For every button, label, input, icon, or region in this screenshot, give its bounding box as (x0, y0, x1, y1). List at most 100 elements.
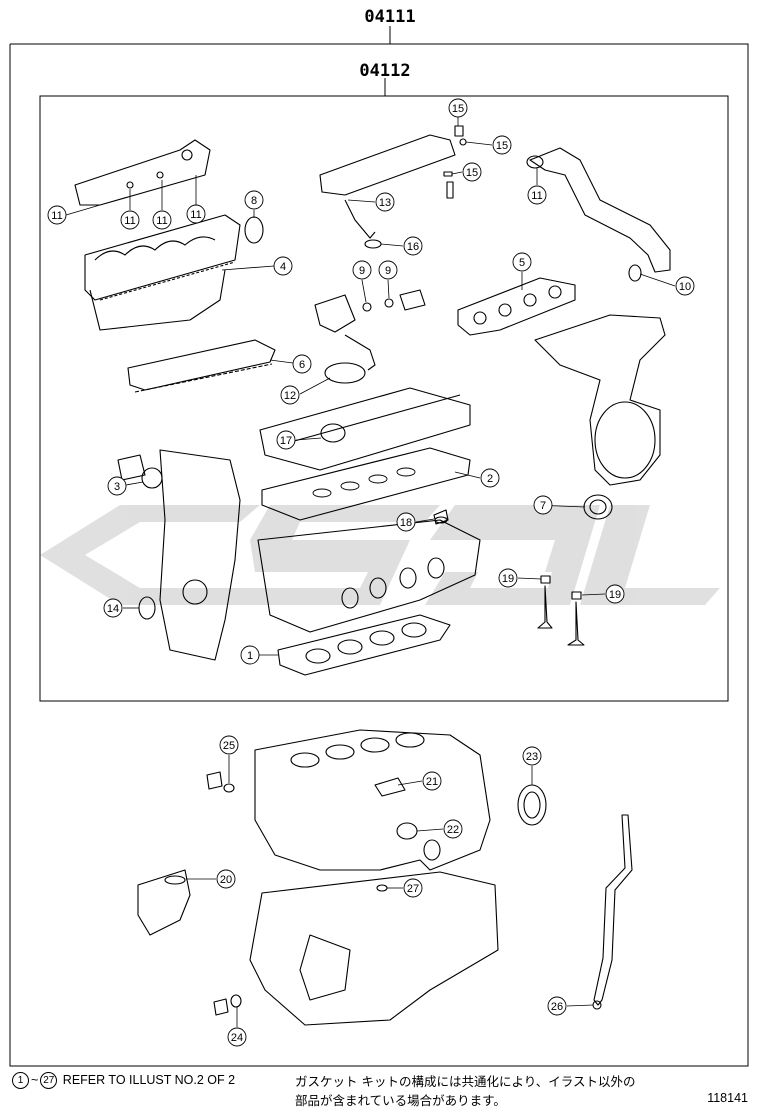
callout-27: 27 (403, 878, 423, 898)
svg-text:18: 18 (400, 517, 412, 529)
exhaust-manifold (534, 314, 666, 486)
kit-bracket-inner (39, 78, 729, 702)
callout-9b: 9 (378, 260, 398, 280)
svg-text:26: 26 (551, 1001, 563, 1013)
svg-text:21: 21 (426, 776, 438, 788)
fuel-rail (319, 134, 456, 196)
callout-18: 18 (396, 512, 416, 532)
svg-text:3: 3 (114, 481, 120, 493)
oil-pan (249, 871, 499, 1026)
callout-15c: 15 (462, 162, 482, 182)
kit-code-outer: 04111 (364, 7, 415, 27)
svg-text:12: 12 (284, 390, 296, 402)
svg-text:11: 11 (124, 215, 135, 227)
svg-text:4: 4 (280, 261, 286, 273)
watermark-logo (40, 505, 720, 605)
callout-1: 1 (240, 645, 260, 665)
callout-25: 25 (219, 735, 239, 755)
dipstick-tube (593, 814, 633, 1006)
svg-text:24: 24 (231, 1032, 243, 1044)
kit-bracket-outer (9, 26, 749, 1067)
svg-text:2: 2 (487, 473, 493, 485)
seal-23 (517, 784, 547, 826)
svg-text:15: 15 (452, 103, 464, 115)
callout-10: 10 (675, 276, 695, 296)
callout-12: 12 (280, 385, 300, 405)
footer-note: ガスケット キットの構成には共通化により、イラスト以外の 部品が含まれている場合… (295, 1072, 695, 1110)
svg-text:11: 11 (531, 190, 542, 202)
svg-text:14: 14 (107, 603, 119, 615)
note-line-1: ガスケット キットの構成には共通化により、イラスト以外の (295, 1074, 636, 1089)
svg-text:15: 15 (496, 140, 508, 152)
note-line-2: 部品が含まれている場合があります。 (295, 1093, 506, 1108)
ref-text: REFER TO ILLUST NO.2 OF 2 (62, 1072, 236, 1087)
svg-text:11: 11 (156, 215, 167, 227)
ref-tilde: ~ (31, 1072, 39, 1087)
valve-cover (259, 387, 471, 471)
svg-text:5: 5 (519, 257, 525, 269)
callout-8: 8 (244, 190, 264, 210)
svg-text:8: 8 (251, 195, 257, 207)
callout-24: 24 (227, 1027, 247, 1047)
svg-text:19: 19 (502, 573, 514, 585)
ref-end-callout: 27 (40, 1072, 58, 1089)
callout-21: 21 (422, 771, 442, 791)
exhaust-gasket-5 (457, 277, 576, 336)
svg-text:20: 20 (220, 874, 232, 886)
ref-start-callout: 1 (12, 1072, 29, 1089)
svg-text:17: 17 (280, 435, 292, 447)
o-ring-8 (244, 216, 264, 244)
head-gasket (277, 614, 451, 676)
svg-text:7: 7 (540, 500, 546, 512)
callout-20: 20 (216, 869, 236, 889)
svg-text:15: 15 (466, 167, 478, 179)
air-pipe (529, 147, 671, 273)
callout-3: 3 (107, 476, 127, 496)
svg-text:16: 16 (407, 241, 419, 253)
oil-pump (137, 869, 191, 936)
callout-15a: 15 (448, 98, 468, 118)
callout-14: 14 (103, 598, 123, 618)
callout-11b: 11 (120, 210, 140, 230)
callout-11a: 11 (47, 205, 67, 225)
throttle-gasket-12 (324, 362, 366, 384)
engine-block (254, 729, 491, 871)
svg-text:19: 19 (609, 589, 621, 601)
part-drawings (74, 125, 671, 1026)
intake-gasket-strip (74, 139, 211, 206)
svg-text:27: 27 (407, 883, 419, 895)
callout-2: 2 (480, 468, 500, 488)
timing-cover (159, 449, 241, 661)
callout-11e: 11 (527, 185, 547, 205)
callout-19a: 19 (498, 568, 518, 588)
gasket-6 (127, 339, 276, 391)
callout-4: 4 (273, 256, 293, 276)
footer-reference: 1~27 REFER TO ILLUST NO.2 OF 2 (10, 1072, 235, 1089)
svg-text:11: 11 (190, 209, 201, 221)
svg-text:1: 1 (247, 650, 253, 662)
svg-text:9: 9 (359, 265, 365, 277)
callout-9a: 9 (352, 260, 372, 280)
svg-text:13: 13 (379, 197, 391, 209)
svg-text:10: 10 (679, 281, 691, 293)
callout-11d: 11 (186, 204, 206, 224)
svg-text:22: 22 (447, 824, 459, 836)
callout-23: 23 (522, 746, 542, 766)
svg-text:6: 6 (299, 359, 305, 371)
kit-code-inner: 04112 (359, 61, 410, 81)
leader-lines (65, 116, 676, 1027)
callout-6: 6 (292, 354, 312, 374)
callout-15b: 15 (492, 135, 512, 155)
callout-22: 22 (443, 819, 463, 839)
svg-text:23: 23 (526, 751, 538, 763)
illustration-id: 118141 (707, 1091, 748, 1105)
callout-26: 26 (547, 996, 567, 1016)
callout-5: 5 (512, 252, 532, 272)
svg-text:25: 25 (223, 740, 235, 752)
callouts: 1 2 3 4 5 6 7 8 9 9 10 11 11 11 11 11 12… (47, 98, 695, 1047)
callout-16: 16 (403, 236, 423, 256)
intake-manifold (84, 214, 241, 301)
callout-11c: 11 (152, 210, 172, 230)
callout-17: 17 (276, 430, 296, 450)
